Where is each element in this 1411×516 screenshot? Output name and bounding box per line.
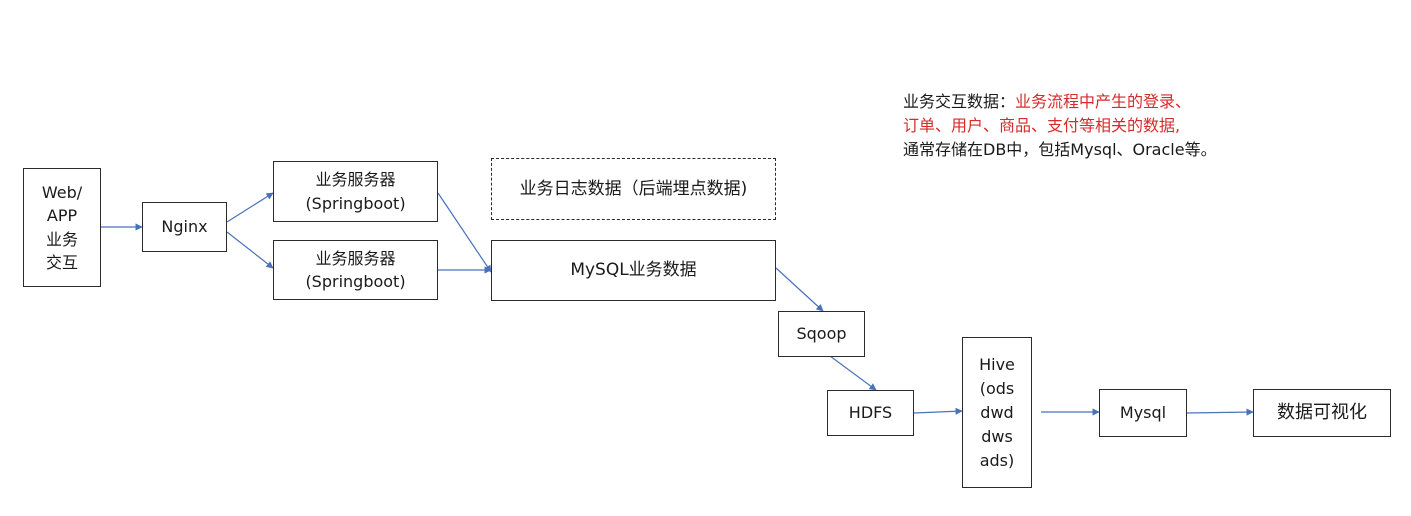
sqoop-label: Sqoop xyxy=(796,324,847,344)
business-server-label-b: 业务服务器 (Springboot) xyxy=(305,248,406,291)
arrow-nginx-to-server-a xyxy=(226,192,274,223)
hive-node: Hive (ods dwd dws ads) xyxy=(962,337,1032,488)
hdfs-label: HDFS xyxy=(848,403,893,423)
business-interaction-data-note: 业务交互数据：业务流程中产生的登录、 订单、用户、商品、支付等相关的数据, 通常… xyxy=(903,90,1323,162)
business-server-node-b: 业务服务器 (Springboot) xyxy=(273,240,438,300)
nginx-node: Nginx xyxy=(142,202,227,252)
sqoop-node: Sqoop xyxy=(778,311,865,357)
web-app-interaction-node: Web/ APP 业务 交互 xyxy=(23,168,101,287)
nginx-label: Nginx xyxy=(161,217,208,237)
mysql-business-data-node: MySQL业务数据 xyxy=(491,240,776,301)
arrow-server-a-to-mysql-data xyxy=(437,192,492,273)
mysql-business-data-label: MySQL业务数据 xyxy=(570,260,697,281)
mysql-label: Mysql xyxy=(1119,403,1167,423)
arrow-hdfs-to-hive xyxy=(913,407,963,415)
business-server-label-a: 业务服务器 (Springboot) xyxy=(305,170,406,213)
business-log-data-label: 业务日志数据（后端埋点数据) xyxy=(519,178,748,199)
arrow-nginx-to-server-b xyxy=(226,231,274,269)
business-server-node-a: 业务服务器 (Springboot) xyxy=(273,161,438,222)
hive-label: Hive (ods dwd dws ads) xyxy=(979,354,1015,470)
business-log-data-node: 业务日志数据（后端埋点数据) xyxy=(491,158,776,220)
note-suffix: 通常存储在DB中，包括Mysql、Oracle等。 xyxy=(903,140,1217,159)
arrow-mysql-data-to-sqoop xyxy=(775,267,824,312)
data-visualization-node: 数据可视化 xyxy=(1253,389,1391,437)
note-highlight: 业务流程中产生的登录、 订单、用户、商品、支付等相关的数据, xyxy=(903,92,1192,135)
arrow-sqoop-to-hdfs xyxy=(829,355,877,391)
arrow-mysql-to-visualization xyxy=(1186,408,1254,416)
hdfs-node: HDFS xyxy=(827,390,914,436)
web-app-interaction-label: Web/ APP 业务 交互 xyxy=(41,183,83,272)
data-visualization-label: 数据可视化 xyxy=(1277,401,1367,423)
note-prefix: 业务交互数据： xyxy=(903,92,1016,111)
mysql-node: Mysql xyxy=(1099,389,1187,437)
